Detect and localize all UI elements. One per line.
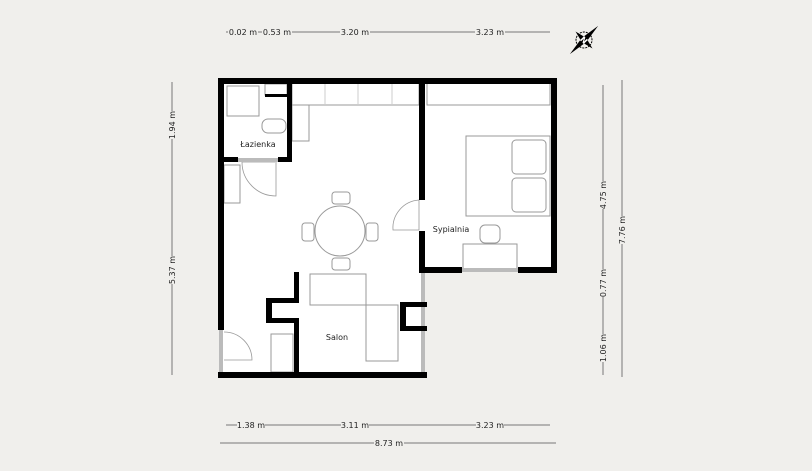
wardrobe (426, 82, 551, 106)
hall-cabinet (223, 164, 241, 204)
compass-north-icon: N (569, 25, 599, 55)
toilet (261, 118, 287, 134)
sofa (309, 273, 367, 306)
desk (462, 243, 518, 271)
desk-chair (479, 224, 501, 244)
kitchen-cabinet (291, 104, 310, 142)
dim-top-1: 0.02 m (229, 28, 257, 37)
room-label-living: Salon (326, 333, 348, 342)
kitchen-counter (291, 82, 420, 106)
dim-total-width: 8.73 m (375, 439, 403, 448)
room-label-bathroom: Łazienka (239, 140, 275, 149)
windows (219, 158, 518, 374)
chair (301, 222, 315, 242)
dim-right-3: 1.06 m (599, 334, 608, 362)
dining-table (314, 205, 366, 257)
dim-right-2: 0.77 m (599, 269, 608, 297)
furniture (223, 82, 551, 373)
dim-right-1: 4.75 m (599, 181, 608, 209)
dim-bottom-3: 3.23 m (476, 421, 504, 430)
compass-label: N (578, 35, 589, 46)
dim-left-1: 1.94 m (168, 111, 177, 139)
walls (218, 78, 557, 378)
dim-bottom-1: 1.38 m (237, 421, 265, 430)
chair (331, 257, 351, 271)
shower (226, 85, 260, 117)
chair (331, 191, 351, 205)
room-label-bedroom: Sypialnia (433, 225, 470, 234)
bathroom-cabinet (264, 83, 288, 96)
chair (365, 222, 379, 242)
entry-cabinet (270, 333, 294, 373)
dim-top-3: 3.20 m (341, 28, 369, 37)
dim-top-4: 3.23 m (476, 28, 504, 37)
dim-top-2: 0.53 m (263, 28, 291, 37)
dim-bottom-2: 3.11 m (341, 421, 369, 430)
dim-total-height: 7.76 m (618, 216, 627, 244)
dimension-labels: 0.02 m 0.53 m 3.20 m 3.23 m 1.38 m 3.11 … (167, 27, 627, 448)
sofa (365, 304, 399, 362)
dim-left-2: 5.37 m (168, 256, 177, 284)
